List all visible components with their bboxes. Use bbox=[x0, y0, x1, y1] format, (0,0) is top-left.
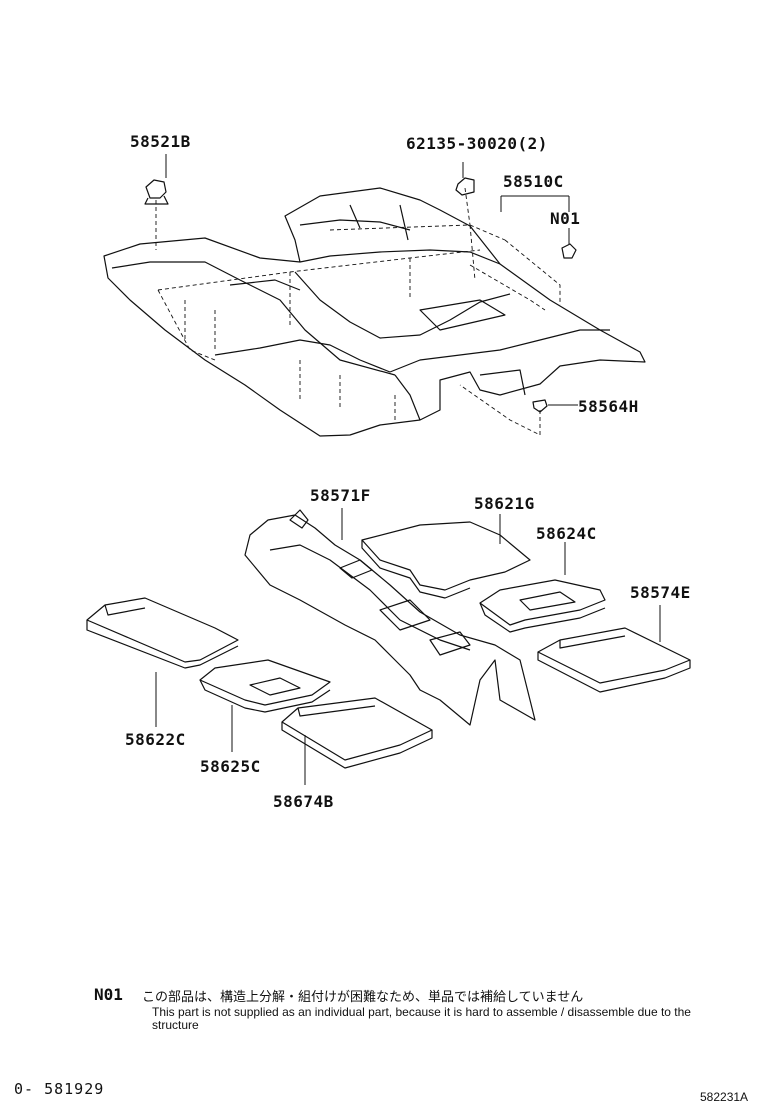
label-58521B: 58521B bbox=[130, 132, 191, 151]
note-japanese: この部品は、構造上分解・組付けが困難なため、単品では補給していません bbox=[142, 990, 584, 1005]
label-58564H: 58564H bbox=[578, 397, 639, 416]
label-62135-30020: 62135-30020(2) bbox=[406, 134, 548, 153]
clip-N01 bbox=[561, 243, 577, 259]
label-58625C: 58625C bbox=[200, 757, 261, 776]
label-58621G: 58621G bbox=[474, 494, 535, 513]
mat-58574E bbox=[537, 627, 691, 693]
mat-58621G bbox=[361, 521, 531, 599]
mat-58624C bbox=[479, 579, 606, 633]
tunnel-carpet-58571F bbox=[244, 509, 536, 726]
label-N01: N01 bbox=[550, 209, 581, 228]
mat-58622C bbox=[86, 597, 239, 669]
note-english: This part is not supplied as an individu… bbox=[152, 1005, 691, 1032]
clip-62135-30020 bbox=[455, 177, 475, 196]
footer-right-code: 582231A bbox=[700, 1090, 749, 1104]
clip-58564H bbox=[532, 399, 548, 413]
label-58571F: 58571F bbox=[310, 486, 371, 505]
label-58624C: 58624C bbox=[536, 524, 597, 543]
label-58622C: 58622C bbox=[125, 730, 186, 749]
floor-carpet-58510C bbox=[103, 187, 646, 437]
clip-58521B bbox=[144, 179, 169, 205]
mat-58625C bbox=[199, 659, 331, 713]
mat-58674B bbox=[281, 697, 433, 769]
label-58674B: 58674B bbox=[273, 792, 334, 811]
label-58574E: 58574E bbox=[630, 583, 691, 602]
label-58510C: 58510C bbox=[503, 172, 564, 191]
footer-left-code: 0- 581929 bbox=[14, 1080, 105, 1098]
note-code: N01 bbox=[94, 985, 123, 1004]
